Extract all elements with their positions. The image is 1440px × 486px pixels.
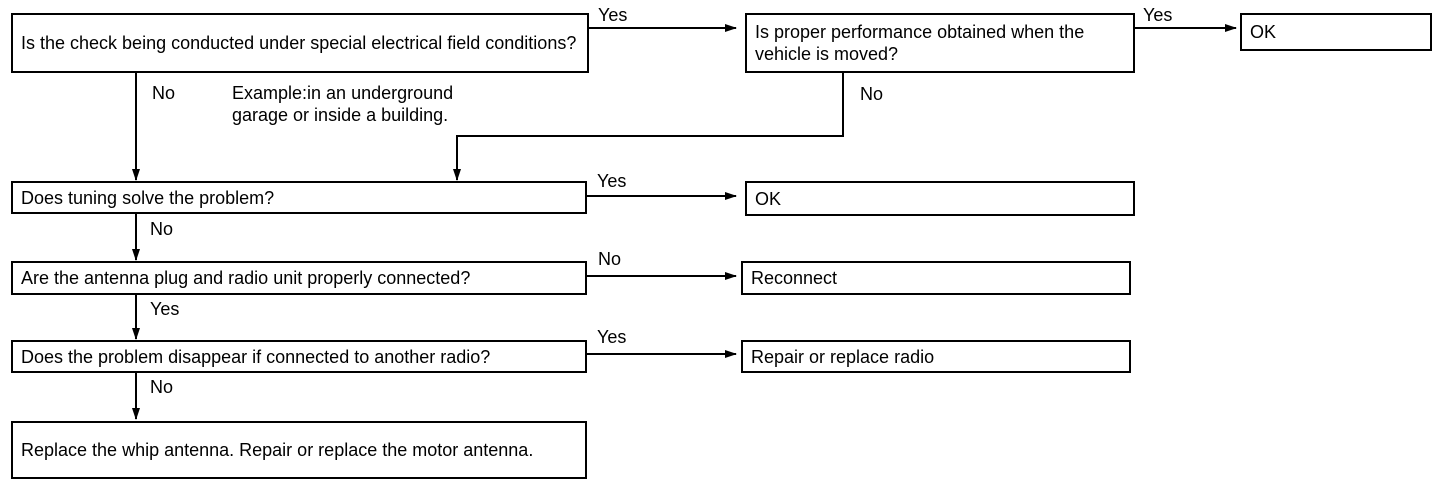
example-note: Example:in an underground garage or insi…: [232, 83, 454, 125]
node-repair-radio: Repair or replace radio: [741, 340, 1131, 373]
label-tuning-no: No: [150, 219, 174, 239]
label-tuning-yes: Yes: [597, 171, 627, 191]
label-moved-no: No: [860, 84, 884, 104]
node-ok-2-text: OK: [755, 188, 782, 209]
node-replace-antenna-text: Replace the whip antenna. Repair or repl…: [21, 440, 534, 460]
node-other-radio-text: Does the problem disappear if connected …: [21, 346, 491, 367]
label-connected-no: No: [598, 249, 622, 269]
node-special-field-text: Is the check being conducted under speci…: [21, 33, 577, 53]
label-connected-yes: Yes: [150, 299, 180, 319]
node-ok-1: OK: [1240, 13, 1432, 51]
node-replace-antenna: Replace the whip antenna. Repair or repl…: [11, 421, 587, 479]
node-reconnect-text: Reconnect: [751, 268, 838, 288]
node-tuning: Does tuning solve the problem?: [11, 181, 587, 214]
node-connected: Are the antenna plug and radio unit prop…: [11, 261, 587, 295]
node-repair-radio-text: Repair or replace radio: [751, 346, 935, 367]
node-connected-text: Are the antenna plug and radio unit prop…: [21, 268, 471, 288]
label-special-no: No: [152, 83, 176, 103]
node-other-radio: Does the problem disappear if connected …: [11, 340, 587, 373]
node-reconnect: Reconnect: [741, 261, 1131, 295]
node-vehicle-moved: Is proper performance obtained when the …: [745, 13, 1135, 73]
node-vehicle-moved-text: Is proper performance obtained when the …: [755, 22, 1085, 64]
edge-moved-no: [453, 73, 844, 181]
node-special-field: Is the check being conducted under speci…: [11, 13, 589, 73]
node-ok-2: OK: [745, 181, 1135, 216]
label-other-radio-no: No: [150, 377, 174, 397]
label-other-radio-yes: Yes: [597, 327, 627, 347]
node-tuning-text: Does tuning solve the problem?: [21, 187, 275, 208]
label-moved-yes: Yes: [1143, 5, 1173, 25]
label-special-yes: Yes: [598, 5, 628, 25]
node-ok-1-text: OK: [1250, 22, 1277, 42]
